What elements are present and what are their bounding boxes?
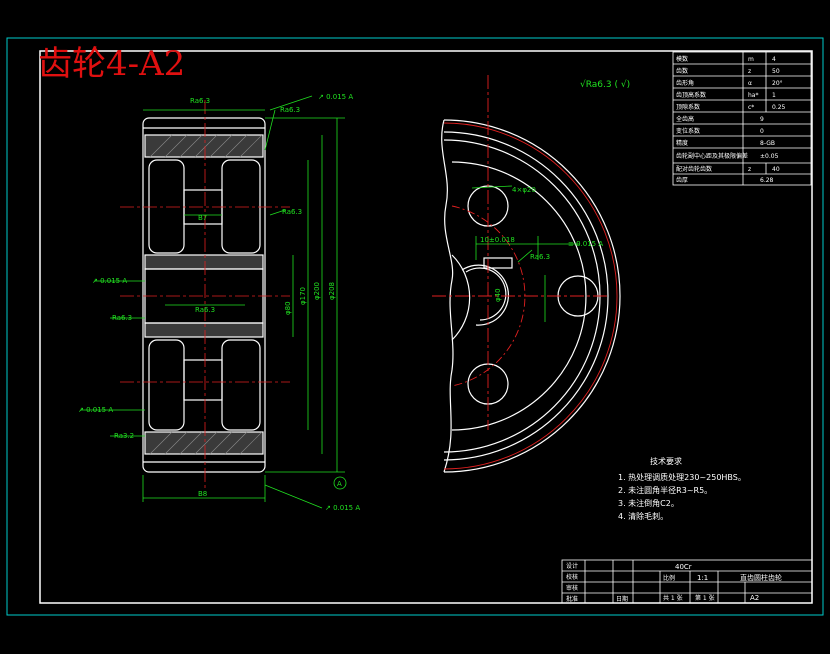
section-view bbox=[142, 117, 266, 473]
tech-req-item-1: 1. 热处理调质处理230~250HBS。 bbox=[618, 472, 746, 482]
tb-row-3: 审核 bbox=[566, 584, 578, 592]
tech-req-item-4: 4. 清除毛刺。 bbox=[618, 511, 668, 521]
param-row-val: 4 bbox=[772, 56, 776, 63]
section-dim-labels: Ra6.3 ↗ 0.015 A Ra6.3 Ra6.3 B7 ↗ 0.015 A… bbox=[78, 93, 360, 512]
param-row-val: 50 bbox=[772, 68, 780, 75]
left-ra-label: Ra6.3 bbox=[112, 314, 132, 322]
param-row-name: 齿厚 bbox=[676, 176, 688, 184]
bottom-width-label: B8 bbox=[198, 490, 207, 498]
inner-frame bbox=[39, 50, 813, 604]
param-row-val: ±0.05 bbox=[760, 153, 779, 160]
key-tol-label: ≡ 0.015 A bbox=[568, 240, 603, 248]
param-row-val: 0.25 bbox=[772, 104, 786, 111]
datum-symbol bbox=[333, 476, 347, 490]
param-row-name: 齿轮副中心距及其极限偏差 bbox=[676, 152, 748, 160]
tb-scale: 1:1 bbox=[697, 574, 708, 582]
side-view-dims bbox=[471, 185, 580, 322]
datum-label: A bbox=[337, 480, 342, 488]
side-view-labels: 4×φ20 10±0.018 ≡ 0.015 A Ra6.3 φ40 bbox=[480, 186, 603, 302]
dia-pitch-label: φ200 bbox=[313, 282, 321, 300]
tb-row-4: 批准 bbox=[566, 595, 578, 603]
param-row-name: 模数 bbox=[676, 55, 688, 63]
tech-req-title: 技术要求 bbox=[650, 456, 682, 466]
param-row-name: 顶隙系数 bbox=[676, 103, 700, 111]
hatching bbox=[149, 134, 263, 455]
tb-drawing-name: 直齿圆柱齿轮 bbox=[740, 573, 782, 582]
right-ra2-label: Ra6.3 bbox=[282, 208, 302, 216]
dia-inner-label: φ80 bbox=[284, 301, 292, 315]
bottom-left-tol-label: ↗ 0.015 A bbox=[78, 406, 113, 414]
bottom-tol-label: ↗ 0.015 A bbox=[325, 504, 360, 512]
left-ra2-label: Ra3.2 bbox=[114, 432, 134, 440]
title-block-text: 设计 校核 审核 批准 日期 40Cr 比例 1:1 直齿圆柱齿轮 共 1 张 … bbox=[566, 562, 782, 603]
dia-outer-label: φ208 bbox=[328, 282, 336, 300]
section-centerlines bbox=[120, 100, 290, 490]
drawing-title: 齿轮4-A2 bbox=[38, 44, 185, 84]
param-row-sym: m bbox=[748, 56, 754, 63]
tb-sheet-b: 第 1 张 bbox=[695, 594, 715, 602]
param-row-name: 配对齿轮齿数 bbox=[676, 165, 712, 173]
param-row-sym: z bbox=[748, 68, 751, 75]
tb-row-2: 校核 bbox=[566, 573, 578, 581]
param-table bbox=[672, 51, 812, 186]
param-row-val: 1 bbox=[772, 92, 776, 99]
left-tol-label: ↗ 0.015 A bbox=[92, 277, 127, 285]
param-row-name: 齿数 bbox=[676, 67, 688, 75]
top-width-label: Ra6.3 bbox=[190, 97, 210, 105]
dia-mid-label: φ170 bbox=[299, 287, 307, 305]
param-row-sym: c* bbox=[748, 104, 754, 111]
tech-requirements: 技术要求 1. 热处理调质处理230~250HBS。 2. 未注圆角半径R3~R… bbox=[618, 456, 746, 521]
param-row-val: 20° bbox=[772, 80, 783, 87]
tech-req-item-3: 3. 未注倒角C2。 bbox=[618, 498, 679, 508]
outer-frame bbox=[6, 37, 824, 616]
param-row-val: 8-GB bbox=[760, 140, 775, 147]
param-row-sym: z bbox=[748, 166, 751, 173]
right-ra1-label: Ra6.3 bbox=[280, 106, 300, 114]
param-row-name: 齿顶高系数 bbox=[676, 91, 706, 99]
param-row-name: 全齿高 bbox=[676, 115, 694, 123]
mid-label: Ra6.3 bbox=[195, 306, 215, 314]
tech-req-item-2: 2. 未注圆角半径R3~R5。 bbox=[618, 485, 712, 495]
param-table-text: 模数 m 4 齿数 z 50 齿形角 α 20° 齿顶高系数 ha* 1 顶隙系数 c* 0.25 全齿高 9 变… bbox=[676, 55, 786, 184]
web-label: B7 bbox=[198, 214, 207, 222]
title-block bbox=[561, 559, 813, 604]
surface-mark: √Ra6.3 ( √) bbox=[580, 79, 630, 90]
section-dimensions bbox=[80, 95, 345, 509]
tb-sheet-a: 共 1 张 bbox=[663, 594, 683, 602]
tb-material: 40Cr bbox=[675, 563, 692, 571]
tb-date-label: 日期 bbox=[616, 595, 628, 603]
hole-label: 4×φ20 bbox=[512, 186, 536, 194]
param-row-val: 40 bbox=[772, 166, 780, 173]
param-row-name: 精度 bbox=[676, 139, 688, 147]
param-row-name: 变位系数 bbox=[676, 127, 700, 135]
side-view-red bbox=[432, 75, 618, 470]
param-row-sym: ha* bbox=[748, 92, 758, 99]
tb-scale-label: 比例 bbox=[663, 574, 675, 582]
key-dim-label: 10±0.018 bbox=[480, 236, 515, 244]
top-tol-label: ↗ 0.015 A bbox=[318, 93, 353, 101]
param-row-val: 6.28 bbox=[760, 177, 774, 184]
param-row-val: 9 bbox=[760, 116, 764, 123]
param-row-val: 0 bbox=[760, 128, 764, 135]
bore-label: φ40 bbox=[494, 288, 502, 302]
param-row-name: 齿形角 bbox=[676, 79, 694, 87]
param-row-sym: α bbox=[748, 80, 752, 87]
tb-paper: A2 bbox=[750, 594, 759, 602]
side-ra-label: Ra6.3 bbox=[530, 253, 550, 261]
tb-row-1: 设计 bbox=[566, 562, 578, 570]
